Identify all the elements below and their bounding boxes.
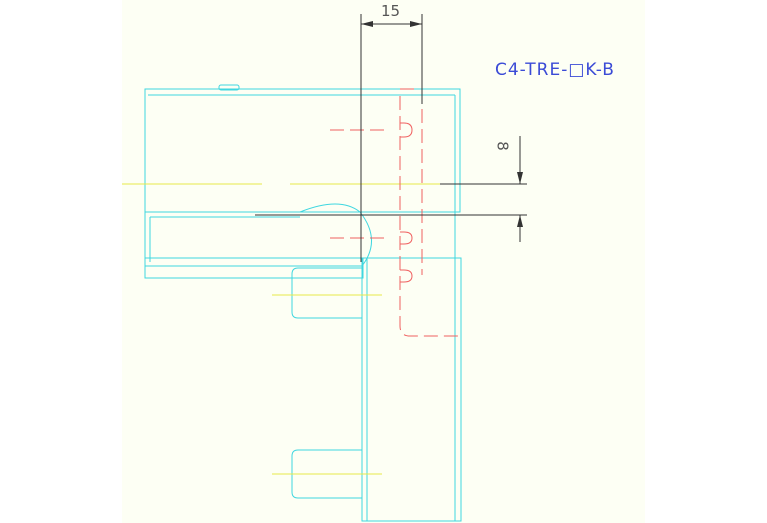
center-lines <box>122 183 440 475</box>
dimension-arrows <box>361 21 523 227</box>
drawing-sheet <box>122 0 645 523</box>
vertical-leg <box>361 257 462 522</box>
hidden-lines <box>330 88 458 337</box>
dim-15-arrow-right <box>410 21 422 27</box>
hidden-tick-1 <box>400 122 413 138</box>
dim-8-arrow-bottom <box>517 215 523 227</box>
dim-15-arrow-left <box>361 21 373 27</box>
dim-15-text: 15 <box>381 2 400 20</box>
tongue <box>144 203 372 267</box>
part-outline <box>144 84 462 522</box>
hidden-tick-3 <box>400 269 413 283</box>
dimensions <box>255 14 527 262</box>
hidden-tick-2 <box>400 231 413 245</box>
hidden-line-left <box>399 88 458 337</box>
hidden-ticks <box>400 122 413 283</box>
upper-boss <box>291 267 362 319</box>
lower-strip <box>144 257 364 279</box>
dim-8-arrow-top <box>517 172 523 184</box>
part-code-label: C4-TRE-□K-B <box>495 60 615 80</box>
top-plate <box>144 88 461 213</box>
top-tab <box>218 84 240 91</box>
dim-8-text: 8 <box>494 141 512 151</box>
